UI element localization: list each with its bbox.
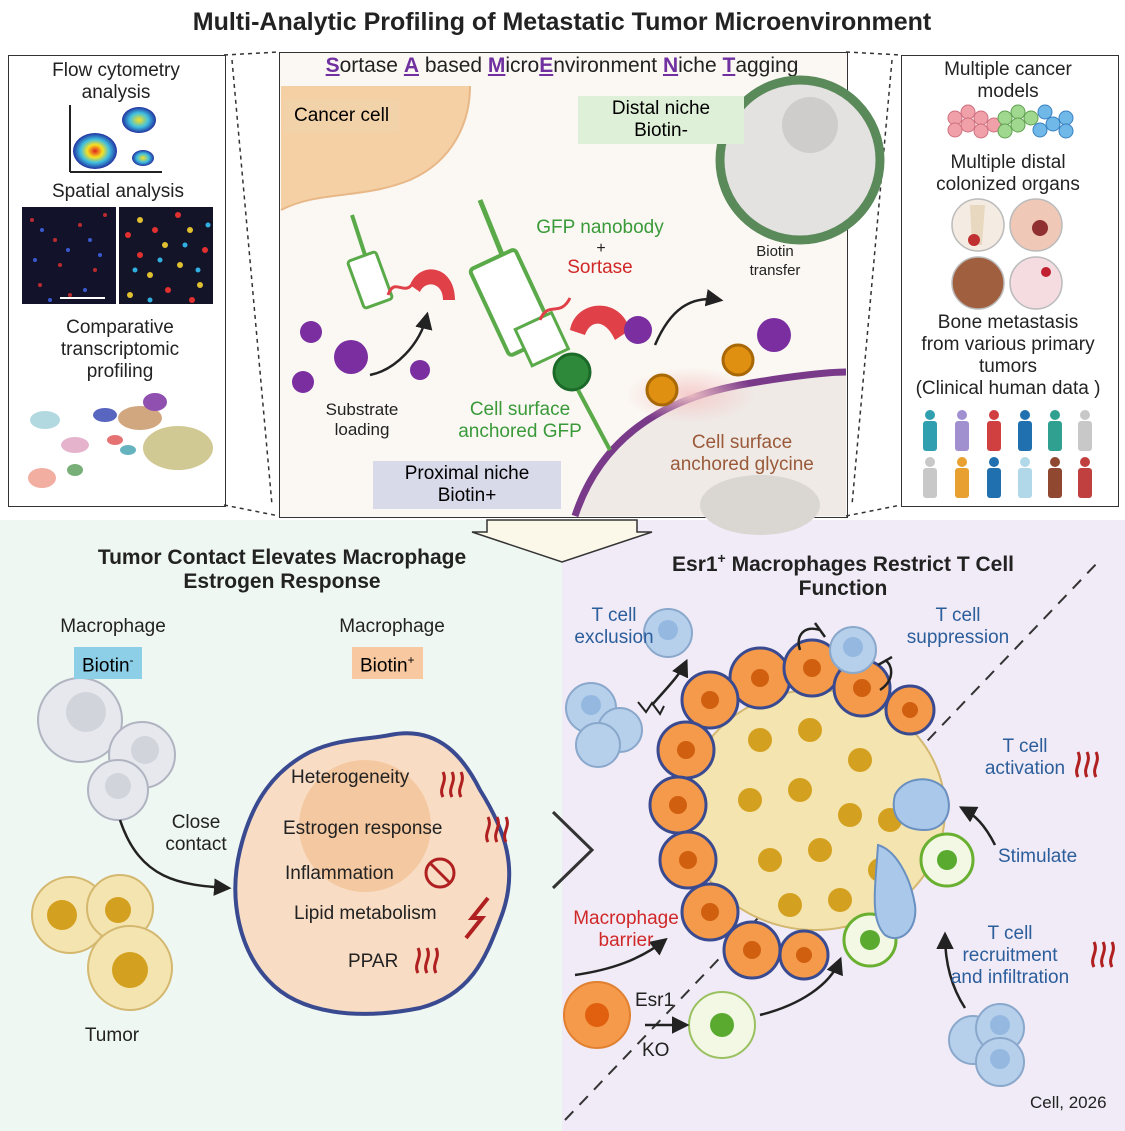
page-title: Multi-Analytic Profiling of Metastatic T… xyxy=(192,8,932,36)
tcell-suppression-label: T cell suppression xyxy=(906,605,1010,648)
esr1-label: Esr1 xyxy=(635,990,675,1011)
proximal-niche-label: Proximal niche Biotin+ xyxy=(373,461,561,509)
umap-plot xyxy=(28,393,213,488)
rest-s: ortase xyxy=(339,54,404,77)
biotin-pos-sup: + xyxy=(407,653,415,667)
bottom-right-heading: Esr1+ Macrophages Restrict T Cell Functi… xyxy=(672,546,1014,601)
anchored-glycine-label: Cell surface anchored glycine xyxy=(670,432,814,475)
biotin-neg-text: Biotin xyxy=(82,655,130,677)
organ-circles xyxy=(951,198,1063,310)
cap-a: A xyxy=(403,54,419,77)
plus-label: + xyxy=(596,240,606,257)
ko-label: KO xyxy=(642,1040,670,1061)
cap-m: M xyxy=(487,54,506,77)
tumor-label: Tumor xyxy=(84,1025,140,1046)
close-contact-label: Close contact xyxy=(165,812,227,855)
anchored-gfp-label: Cell surface anchored GFP xyxy=(458,399,582,442)
cap-n: N xyxy=(662,54,679,77)
increase-icons xyxy=(415,751,1115,974)
stimulate-label: Stimulate xyxy=(998,846,1078,867)
distal-niche-label: Distal niche Biotin- xyxy=(578,96,744,144)
feature-heterogeneity: Heterogeneity xyxy=(291,767,410,788)
biotin-neg-macrophages xyxy=(37,677,176,821)
tcell-activation-label: T cell activation xyxy=(984,736,1066,779)
recruited-tcells xyxy=(948,1003,1025,1087)
transcriptomic-label: Comparative transcriptomic profiling xyxy=(60,317,180,382)
macrophage-barrier-label: Macrophage barrier xyxy=(573,908,679,951)
smentt-title: Sortase A based MicroEnvironment Niche T… xyxy=(326,55,799,77)
colonized-organs-label: Multiple distal colonized organs xyxy=(936,152,1080,195)
rest-m: icro xyxy=(505,54,540,77)
bottom-left-heading: Tumor Contact Elevates Macrophage Estrog… xyxy=(97,546,467,593)
cap-e: E xyxy=(539,54,554,77)
human-figures xyxy=(923,410,1092,498)
cancer-cell-label: Cancer cell xyxy=(284,99,400,133)
inhibited-icon xyxy=(424,857,456,889)
tcell-recruitment-label: T cell recruitment and infiltration xyxy=(950,923,1070,988)
cap-s: S xyxy=(325,54,340,77)
citation-label: Cell, 2026 xyxy=(1030,1093,1107,1112)
rest-a: based xyxy=(419,54,488,77)
macrophage-label-2: Macrophage xyxy=(339,616,445,637)
gfp-nanobody-label: GFP nanobody xyxy=(536,217,664,238)
chevron-right-icon xyxy=(551,810,595,890)
biotin-pos-text: Biotin xyxy=(360,655,408,677)
tumor-cells xyxy=(31,874,173,1011)
flow-cytometry-label: Flow cytometry analysis xyxy=(52,60,180,103)
feature-inflammation: Inflammation xyxy=(285,863,394,884)
heading-sup: + xyxy=(717,550,726,566)
biotin-neg-tag: Biotin- xyxy=(74,647,142,680)
infiltrating-tcells xyxy=(873,778,950,940)
spatial-analysis-label: Spatial analysis xyxy=(51,181,185,202)
spatial-images xyxy=(22,207,213,304)
cancer-models-label: Multiple cancer models xyxy=(944,59,1072,102)
rest-n: iche xyxy=(678,54,723,77)
rest-t: agging xyxy=(735,54,799,77)
flow-cytometry-plot xyxy=(69,105,162,173)
cap-t: T xyxy=(722,54,736,77)
close-contact-arrow xyxy=(118,819,232,896)
feature-ppar: PPAR xyxy=(348,951,399,972)
biotin-pos-macrophage xyxy=(233,731,512,1016)
heading-esr1: Esr1 xyxy=(672,553,718,576)
down-arrow-large xyxy=(471,519,653,563)
macrophage-label-1: Macrophage xyxy=(60,616,166,637)
heading-rest: Macrophages Restrict T Cell Function xyxy=(731,553,1014,600)
biotin-pos-tag: Biotin+ xyxy=(352,647,423,680)
rest-e: nvironment xyxy=(553,54,663,77)
sortase-label: Sortase xyxy=(567,257,633,278)
substrate-loading-label: Substrate loading xyxy=(325,400,399,439)
zoom-connectors xyxy=(223,51,902,517)
lightning-icon xyxy=(464,896,490,940)
feature-lipid-metabolism: Lipid metabolism xyxy=(294,903,437,924)
tcell-exclusion-label: T cell exclusion xyxy=(574,605,654,648)
suppression-arrows xyxy=(797,622,893,692)
cancer-model-clusters xyxy=(947,104,1074,139)
biotin-neg-sup: - xyxy=(129,653,134,667)
biotin-transfer-label: Biotin transfer xyxy=(749,243,801,279)
bone-metastasis-label: Bone metastasis from various primary tum… xyxy=(915,312,1101,399)
clash-icon xyxy=(637,701,665,716)
feature-estrogen-response: Estrogen response xyxy=(283,818,443,839)
esr1-ko-cells xyxy=(563,981,756,1059)
